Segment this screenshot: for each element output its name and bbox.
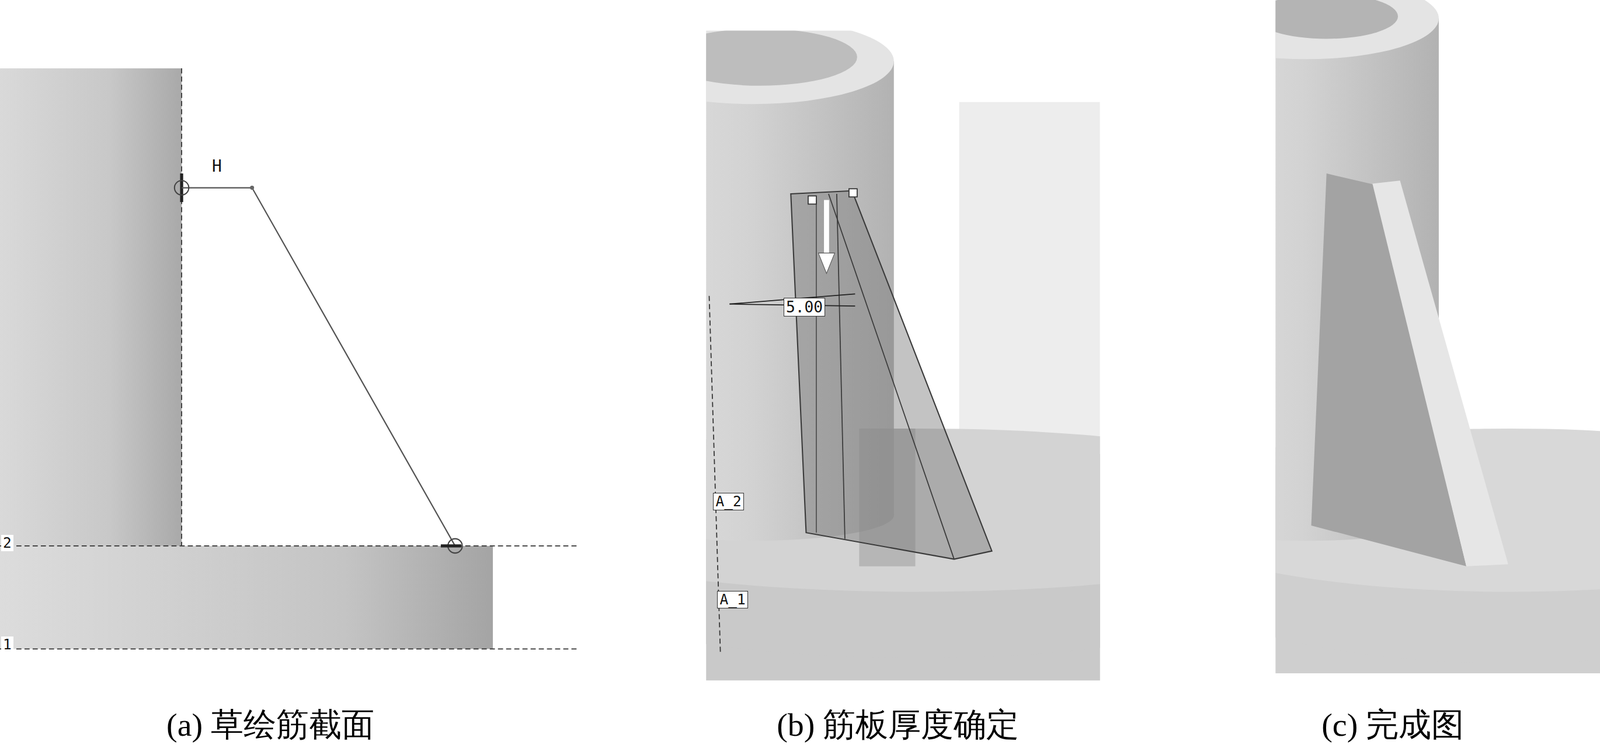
panel-caption: (b) 筋板厚度确定 — [776, 705, 1019, 744]
sketch-panel — [0, 68, 577, 649]
dimension-symbol: H — [210, 157, 224, 176]
panel-caption: (c) 完成图 — [1321, 705, 1464, 744]
panel-caption: (a) 草绘筋截面 — [166, 705, 375, 744]
thickness-dimension: 5.00 — [783, 297, 826, 317]
rib-thickness-panel — [705, 30, 1101, 681]
datum-label: 1 — [1, 636, 14, 653]
axis-label: A_1 — [717, 590, 748, 609]
finished-panel — [1275, 0, 1600, 674]
axis-label: A_2 — [712, 492, 744, 511]
datum-label: 2 — [1, 534, 14, 552]
